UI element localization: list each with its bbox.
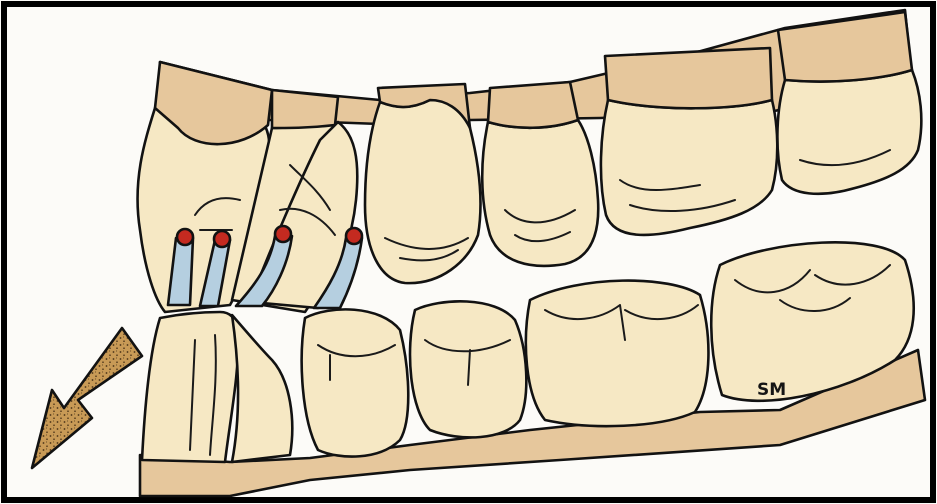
lower-tooth-5 (526, 281, 709, 427)
artist-signature: SM (757, 380, 786, 400)
contact-point-2 (214, 231, 230, 247)
upper-tooth-5 (482, 120, 598, 266)
upper-tooth-2-root (272, 90, 338, 128)
contact-point-1 (177, 229, 193, 245)
upper-tooth-5-root (488, 82, 578, 128)
contact-point-3 (275, 226, 291, 242)
lower-tooth-3 (302, 309, 409, 456)
contact-point-4 (346, 228, 362, 244)
upper-tooth-4 (365, 100, 480, 283)
upper-tooth-6-root (605, 48, 772, 108)
